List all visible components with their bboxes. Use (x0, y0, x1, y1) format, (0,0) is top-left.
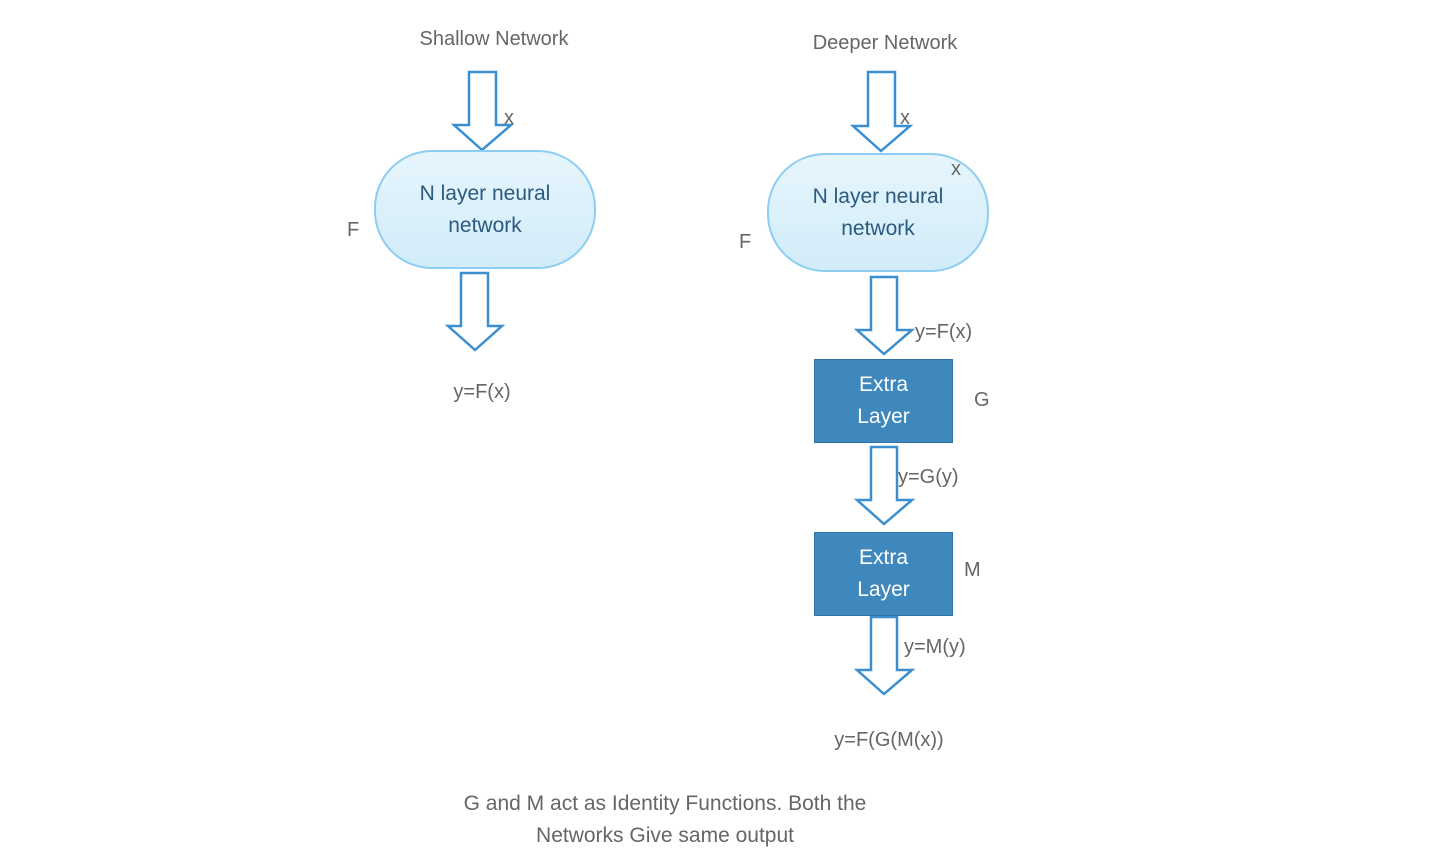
shallow-function-label: F (347, 219, 360, 241)
deeper-arrow1-label: y=F(x) (915, 321, 973, 343)
deeper-input-arrow (849, 70, 914, 153)
layer-g-line1: Extra (858, 373, 908, 396)
caption-line1: G and M act as Identity Functions. Both … (463, 792, 867, 815)
shallow-block-line2: network (448, 213, 522, 237)
deeper-block-line1: N layer neural (812, 184, 944, 208)
shallow-output: y=F(x) (453, 381, 511, 403)
layer-m-line1: Extra (858, 546, 908, 569)
extra-layer-g: Extra Layer (814, 359, 953, 443)
layer-m-label: M (964, 559, 981, 581)
deeper-arrow2-label: y=G(y) (898, 466, 959, 488)
deeper-arrow-f (853, 275, 916, 356)
deeper-arrow3-label: y=M(y) (904, 636, 966, 658)
deeper-arrow-m (853, 615, 916, 696)
shallow-input-label: x (504, 107, 514, 129)
caption: G and M act as Identity Functions. Both … (405, 788, 925, 852)
shallow-output-arrow (444, 271, 506, 352)
shallow-title: Shallow Network (419, 28, 569, 50)
layer-g-label: G (974, 389, 990, 411)
shallow-input-arrow (450, 70, 515, 152)
deeper-inner-label: x (951, 158, 961, 180)
extra-layer-m: Extra Layer (814, 532, 953, 616)
deeper-arrow-g (853, 445, 916, 526)
caption-line2: Networks Give same output (536, 824, 794, 847)
shallow-nn-block: N layer neural network (374, 150, 596, 269)
shallow-block-line1: N layer neural (419, 181, 551, 205)
layer-g-line2: Layer (857, 405, 910, 428)
deeper-function-label: F (739, 231, 752, 253)
deeper-input-label: x (900, 107, 910, 129)
deeper-title: Deeper Network (812, 32, 958, 54)
deeper-nn-block: N layer neural network (767, 153, 989, 272)
deeper-block-line2: network (841, 216, 915, 240)
deeper-output: y=F(G(M(x)) (834, 729, 944, 751)
layer-m-line2: Layer (857, 578, 910, 601)
